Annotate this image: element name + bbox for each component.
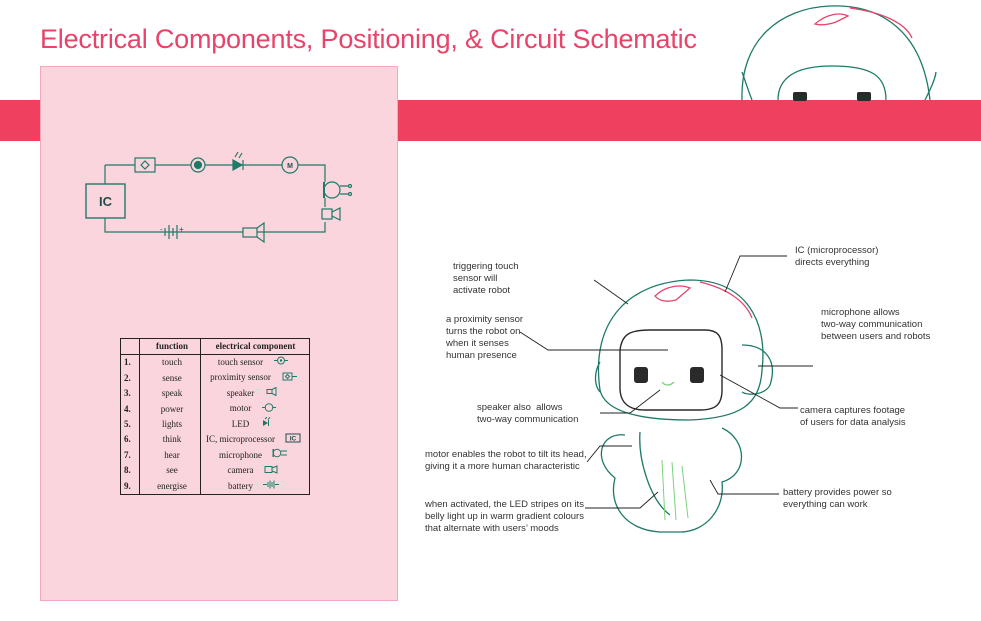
- table-row: 7. hear microphone: [120, 447, 310, 464]
- page-title: Electrical Components, Positioning, & Ci…: [40, 24, 697, 54]
- table-row: 4. power motor: [120, 401, 310, 417]
- table-row: 8. see camera: [120, 463, 310, 479]
- battery-minus-label: -: [160, 225, 163, 234]
- row-number: 1.: [124, 357, 131, 368]
- motor-icon: [257, 402, 281, 417]
- row-function: power: [160, 403, 184, 414]
- robot-right-eye: [690, 367, 704, 383]
- robot-ic-ridge: [654, 281, 753, 319]
- table-row: 5. lights LED: [120, 416, 310, 433]
- proximity-sensor-icon: [277, 371, 301, 386]
- function-header: function: [144, 338, 201, 355]
- annotation-leaders: [519, 255, 813, 509]
- table-header-row: function electrical component: [120, 338, 310, 355]
- table-row: 3. speak speaker: [120, 385, 310, 402]
- row-component: motor: [229, 403, 252, 414]
- motor-label: M: [287, 163, 293, 170]
- row-function: sense: [162, 372, 182, 383]
- led-annotation: when activated, the LED stripes on its b…: [425, 499, 584, 534]
- proximity-annotation: a proximity sensor turns the robot on wh…: [446, 314, 524, 361]
- row-component: touch sensor: [217, 357, 264, 367]
- row-component: IC, microprocessor: [206, 434, 275, 445]
- row-function: lights: [161, 418, 182, 429]
- microphone-annotation: microphone allows two-way communication …: [821, 307, 931, 342]
- row-number: 5.: [124, 418, 131, 429]
- robot-illustration: [594, 279, 773, 533]
- row-number: 9.: [124, 480, 131, 491]
- table-row: 2. sense proximity sensor: [120, 370, 310, 386]
- battery-icon: [259, 479, 283, 494]
- row-component: battery: [228, 480, 253, 491]
- camera-annotation: camera captures footage of users for dat…: [800, 405, 906, 428]
- touch-annotation: triggering touch sensor will activate ro…: [453, 261, 519, 296]
- circuit-schematic: [85, 151, 353, 244]
- table-row: 9. energise battery: [120, 478, 310, 494]
- speaker-annotation: speaker also allows two-way communicatio…: [477, 402, 579, 425]
- row-function: hear: [164, 449, 180, 460]
- touch-sensor-icon: [269, 355, 293, 370]
- camera-icon: [259, 464, 283, 479]
- ic-icon: IC: [281, 433, 305, 448]
- led-icon: [255, 416, 279, 432]
- row-number: 4.: [124, 403, 131, 414]
- function-component-table: function electrical component 1. touch tou…: [120, 338, 310, 494]
- row-number: 6.: [124, 434, 131, 445]
- row-function: think: [162, 434, 182, 445]
- row-component: LED: [231, 418, 250, 429]
- peeking-robot-head: [741, 5, 937, 101]
- row-function: speak: [161, 388, 183, 399]
- component-header: electrical component: [200, 338, 310, 355]
- ic-label: IC: [99, 194, 113, 209]
- table-row: 1. touch touch sensor: [120, 354, 310, 371]
- svg-text:IC: IC: [290, 435, 297, 442]
- robot-left-eye: [634, 367, 648, 383]
- speaker-icon: [260, 386, 284, 401]
- row-number: 8.: [124, 465, 131, 476]
- row-function: energise: [157, 480, 187, 491]
- row-component: camera: [227, 465, 254, 476]
- battery-plus-label: +: [179, 225, 184, 234]
- motor-annotation: motor enables the robot to tilt its head…: [425, 449, 587, 472]
- battery-annotation: battery provides power so everything can…: [783, 487, 892, 510]
- microphone-icon: [268, 448, 292, 463]
- schematic-panel: [40, 66, 398, 601]
- table-row: 6. think IC, microprocessor IC: [120, 432, 310, 448]
- row-component: proximity sensor: [210, 372, 271, 383]
- ic-annotation: IC (microprocessor) directs everything: [795, 245, 879, 268]
- row-number: 7.: [124, 449, 131, 460]
- row-component: microphone: [219, 449, 262, 460]
- row-number: 2.: [124, 372, 131, 383]
- row-component: speaker: [226, 387, 255, 398]
- row-number: 3.: [124, 388, 131, 399]
- row-function: touch: [162, 357, 182, 368]
- row-function: see: [166, 465, 178, 476]
